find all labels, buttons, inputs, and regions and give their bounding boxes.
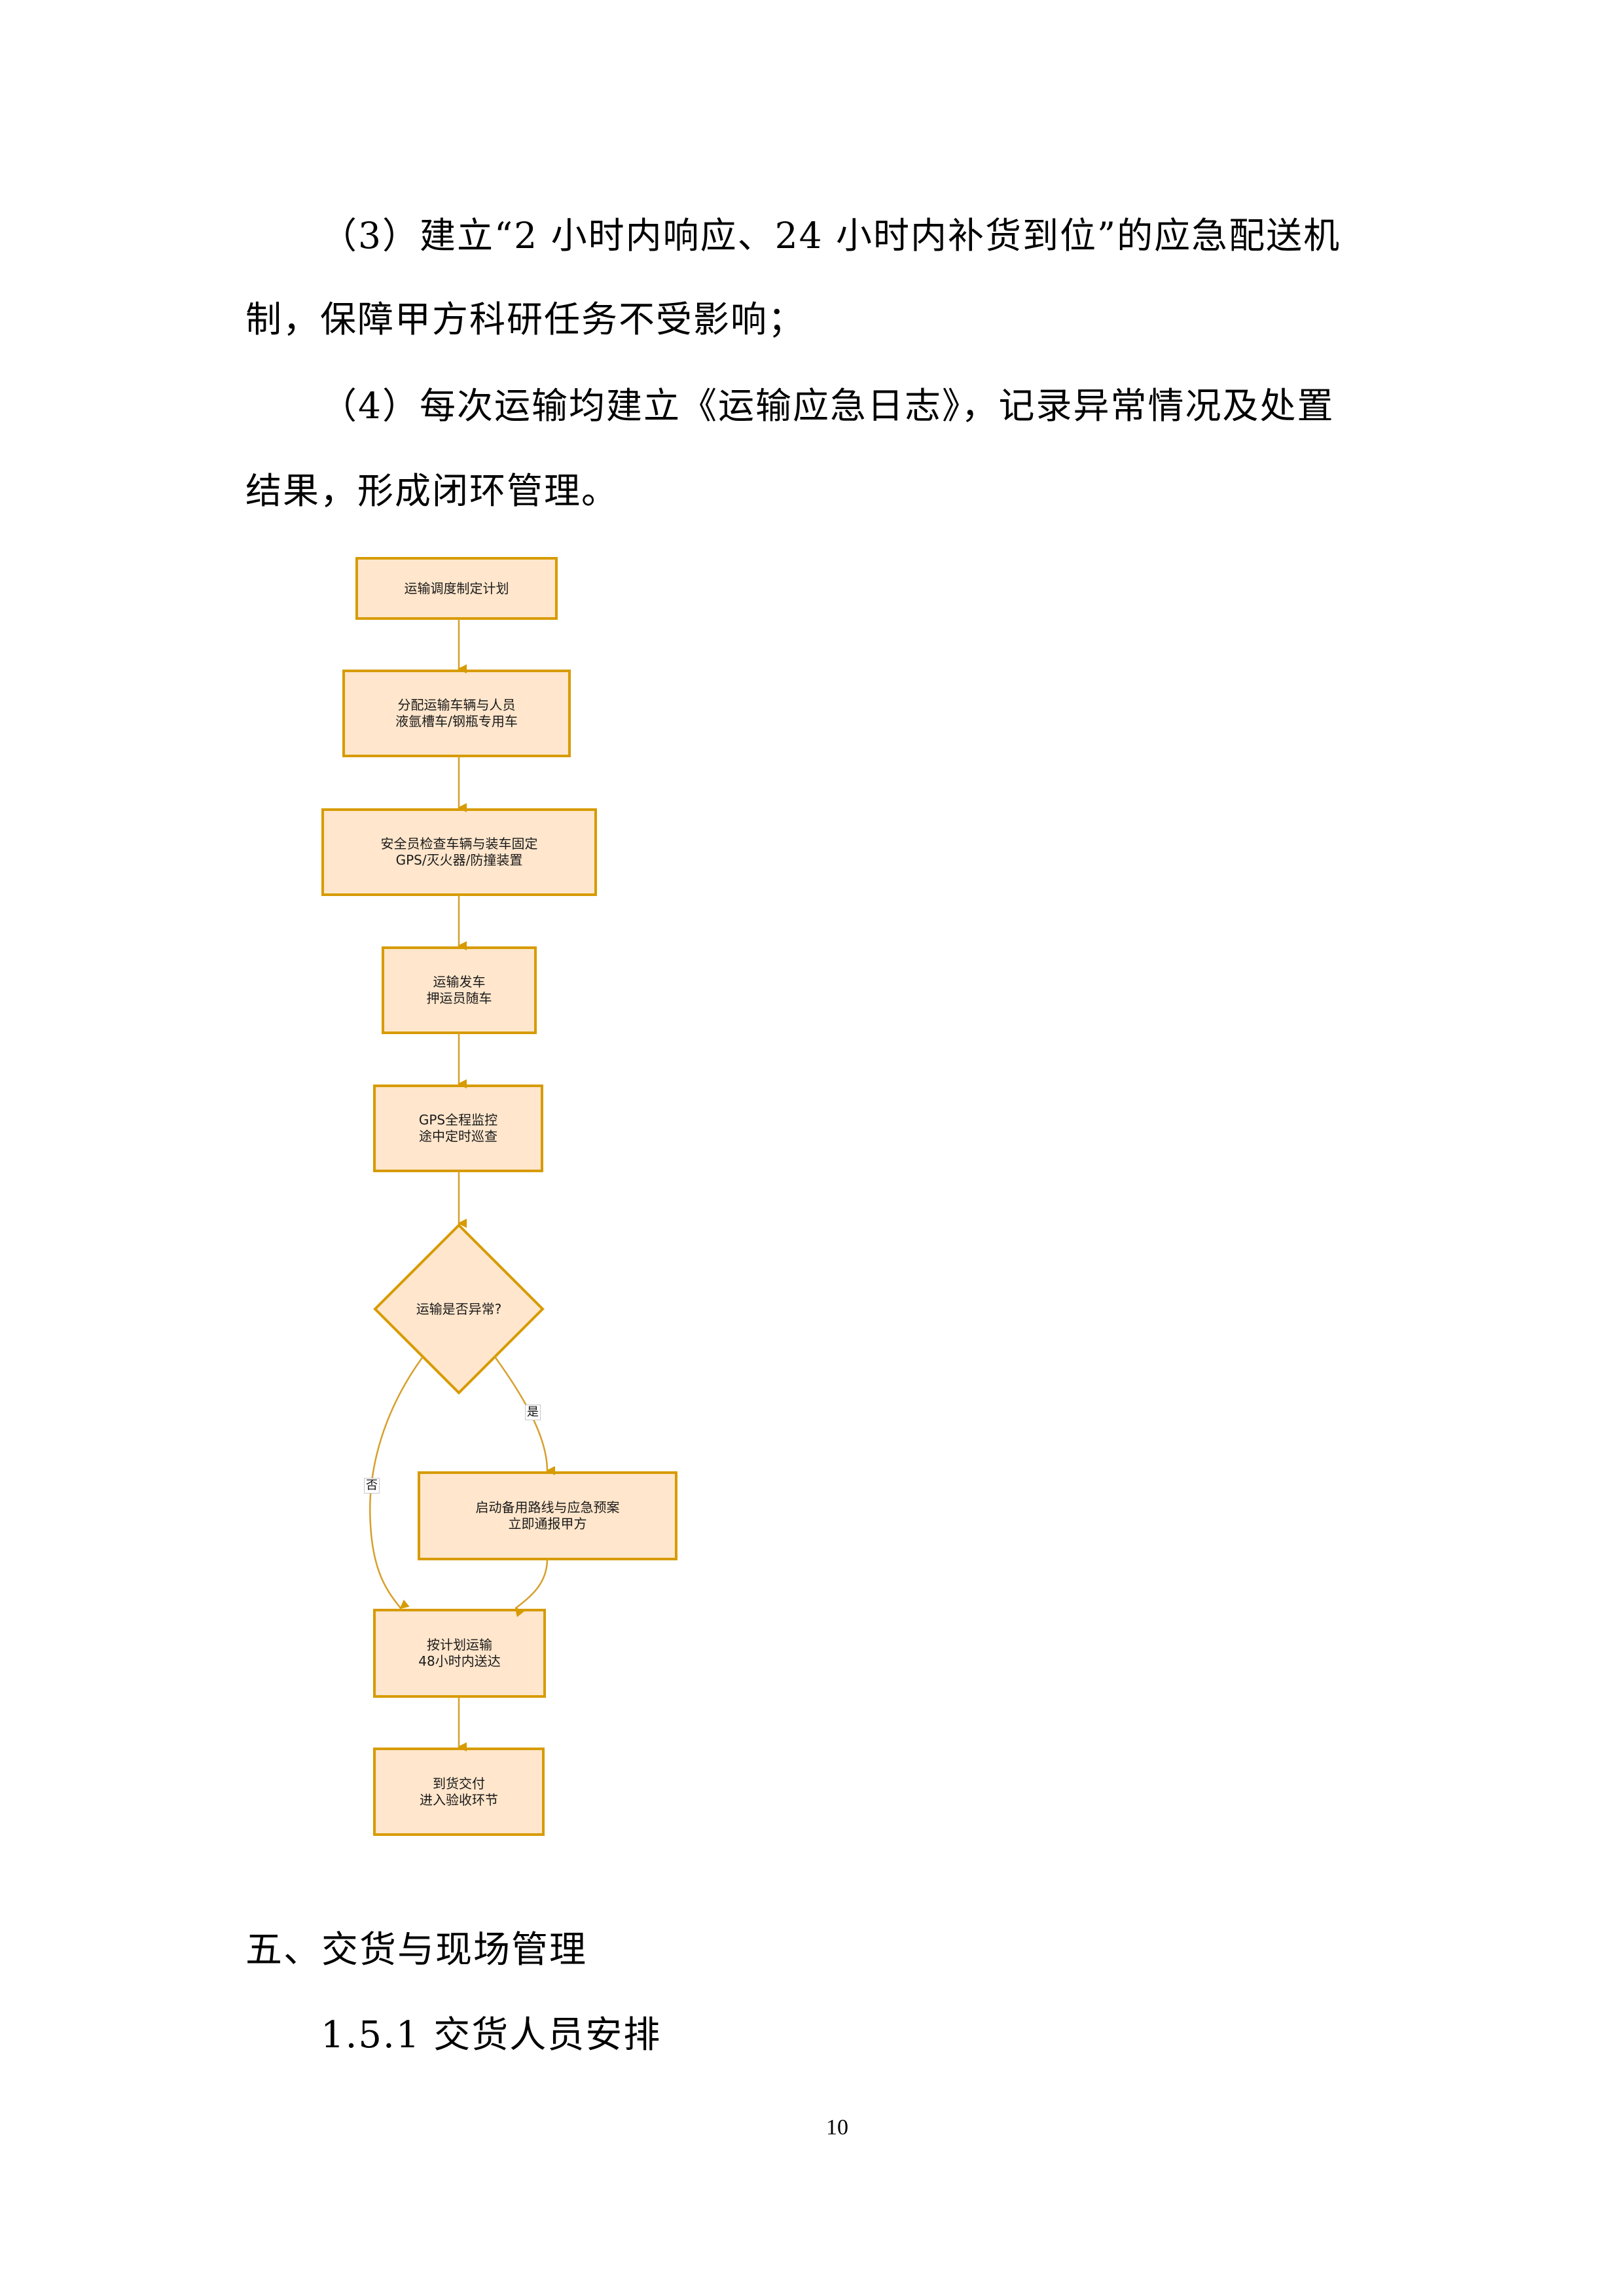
section-heading: 五、交货与现场管理 [245,1929,587,1971]
node-deliver-label: 按计划运输 48小时内送达 [418,1637,501,1669]
edge-decision-deliver-no [369,1356,424,1609]
paragraph-4-line-1: （4）每次运输均建立《运输应急日志》，记录异常情况及处置 [321,385,1335,427]
subsection-heading: 1.5.1 交货人员安排 [321,2014,662,2056]
paragraph-4-line-2: 结果，形成闭环管理。 [245,470,619,512]
node-check-label: 安全员检查车辆与装车固定 GPS/灭火器/防撞装置 [380,836,538,868]
node-assign-label: 分配运输车辆与人员 液氩槽车/钢瓶专用车 [395,697,518,729]
node-depart-label: 运输发车 押运员随车 [426,974,492,1006]
node-decision-label: 运输是否异常? [416,1300,502,1317]
edge-label-no: 否 [364,1478,380,1494]
node-emergency-box [418,1471,677,1560]
node-assign-box [342,670,571,757]
node-decision-diamond [373,1223,545,1395]
node-emergency-label: 启动备用路线与应急预案 立即通报甲方 [475,1499,620,1532]
node-handover-box [373,1748,545,1836]
node-monitor-label: GPS全程监控 途中定时巡查 [418,1112,498,1144]
paragraph-3-line-1: （3）建立“2 小时内响应、24 小时内补货到位”的应急配送机 [321,215,1341,257]
page-number: 10 [826,2115,848,2140]
paragraph-3-line-2: 制，保障甲方科研任务不受影响； [245,298,806,340]
edge-emergency-deliver [514,1558,549,1617]
node-monitor-box [373,1085,543,1172]
node-handover-label: 到货交付 进入验收环节 [420,1775,498,1808]
node-plan-label: 运输调度制定计划 [404,580,509,596]
node-plan-box [355,557,558,620]
edge-label-yes: 是 [525,1405,541,1420]
